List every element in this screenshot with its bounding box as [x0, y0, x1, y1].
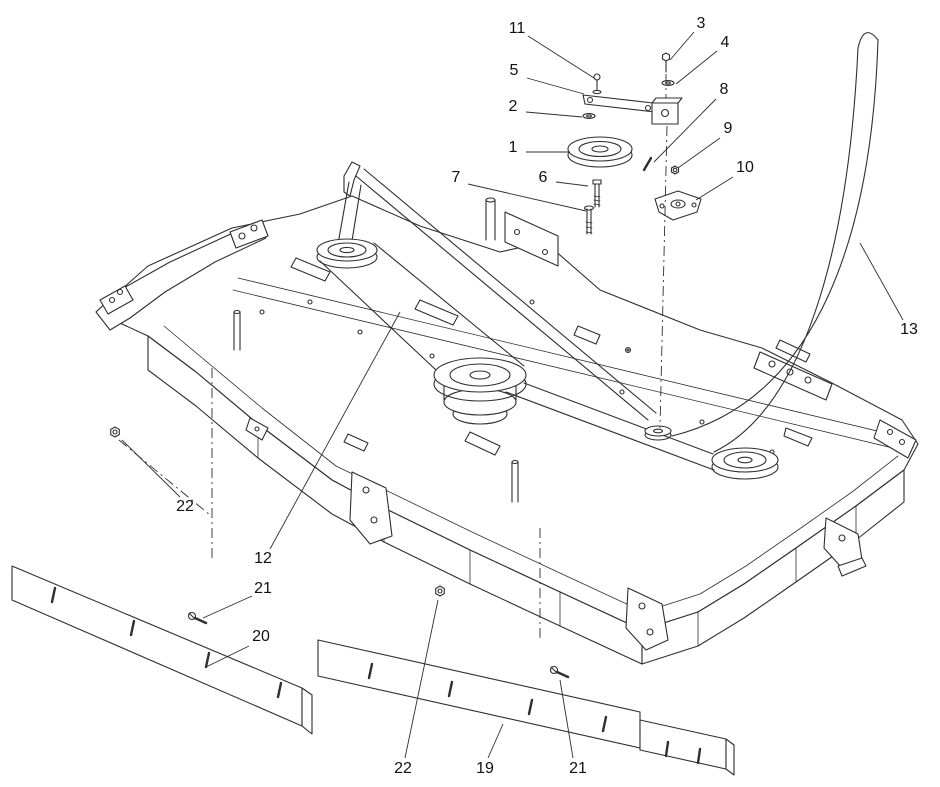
screw-21-left [187, 611, 208, 625]
support-pins [233, 309, 519, 503]
idler-pulley-1 [567, 136, 633, 168]
deck-holes [259, 299, 775, 455]
mount-bracket-10 [654, 190, 702, 221]
callout-12: 12 [254, 550, 272, 567]
callout-22-left: 22 [176, 498, 194, 515]
callout-9: 9 [724, 120, 733, 137]
callout-20: 20 [252, 628, 270, 645]
baffle-20 [11, 565, 313, 735]
screw-21-bottom [549, 665, 570, 679]
pin-8 [642, 156, 653, 172]
pivot-block [651, 97, 683, 125]
left-lift-arm [95, 219, 269, 331]
washer-4 [661, 80, 675, 86]
callout-10: 10 [736, 159, 754, 176]
callout-7: 7 [452, 169, 461, 186]
callout-labels: 11 3 4 5 2 8 1 9 6 10 7 13 22 12 21 20 2… [176, 15, 918, 777]
callout-3: 3 [697, 15, 706, 32]
nut-22-bottom [435, 585, 445, 597]
callout-11: 11 [509, 20, 526, 37]
callout-1: 1 [509, 139, 518, 156]
drive-belt [319, 168, 715, 471]
callout-21-bottom: 21 [569, 760, 587, 777]
rear-rail [237, 277, 899, 437]
bolt-6 [592, 179, 602, 208]
callout-5: 5 [510, 62, 519, 79]
front-hanger-brackets [245, 417, 867, 651]
callout-21-left: 21 [254, 580, 272, 597]
rear-rail [232, 289, 894, 449]
bolt-7 [583, 205, 595, 235]
nut-22-left [110, 426, 120, 438]
right-spindle-pulley [711, 447, 779, 480]
center-spindle-pulley [433, 357, 527, 425]
callout-4: 4 [721, 34, 730, 51]
deck-slots [290, 257, 813, 456]
callout-19: 19 [476, 760, 494, 777]
baffle-19 [317, 639, 735, 776]
callout-8: 8 [720, 81, 729, 98]
belt-guide-plate [343, 161, 361, 197]
right-tip-bracket [873, 419, 917, 459]
rear-right-bracket [753, 339, 833, 401]
left-spindle-pulley [316, 238, 378, 269]
idler-arm-5 [582, 94, 656, 113]
callout-2: 2 [509, 98, 518, 115]
leader-lines [121, 31, 904, 759]
callout-13: 13 [900, 321, 918, 338]
pto-belt-loop [671, 32, 879, 453]
flat-idler-pulley [644, 425, 672, 441]
callout-22-bottom: 22 [394, 760, 412, 777]
washer-2 [582, 113, 596, 119]
bolt-3 [661, 52, 671, 73]
tower-bracket [485, 197, 559, 267]
nut-9 [670, 165, 680, 175]
alignment-lines [118, 368, 541, 638]
bolt-11 [592, 73, 602, 95]
callout-6: 6 [539, 169, 548, 186]
